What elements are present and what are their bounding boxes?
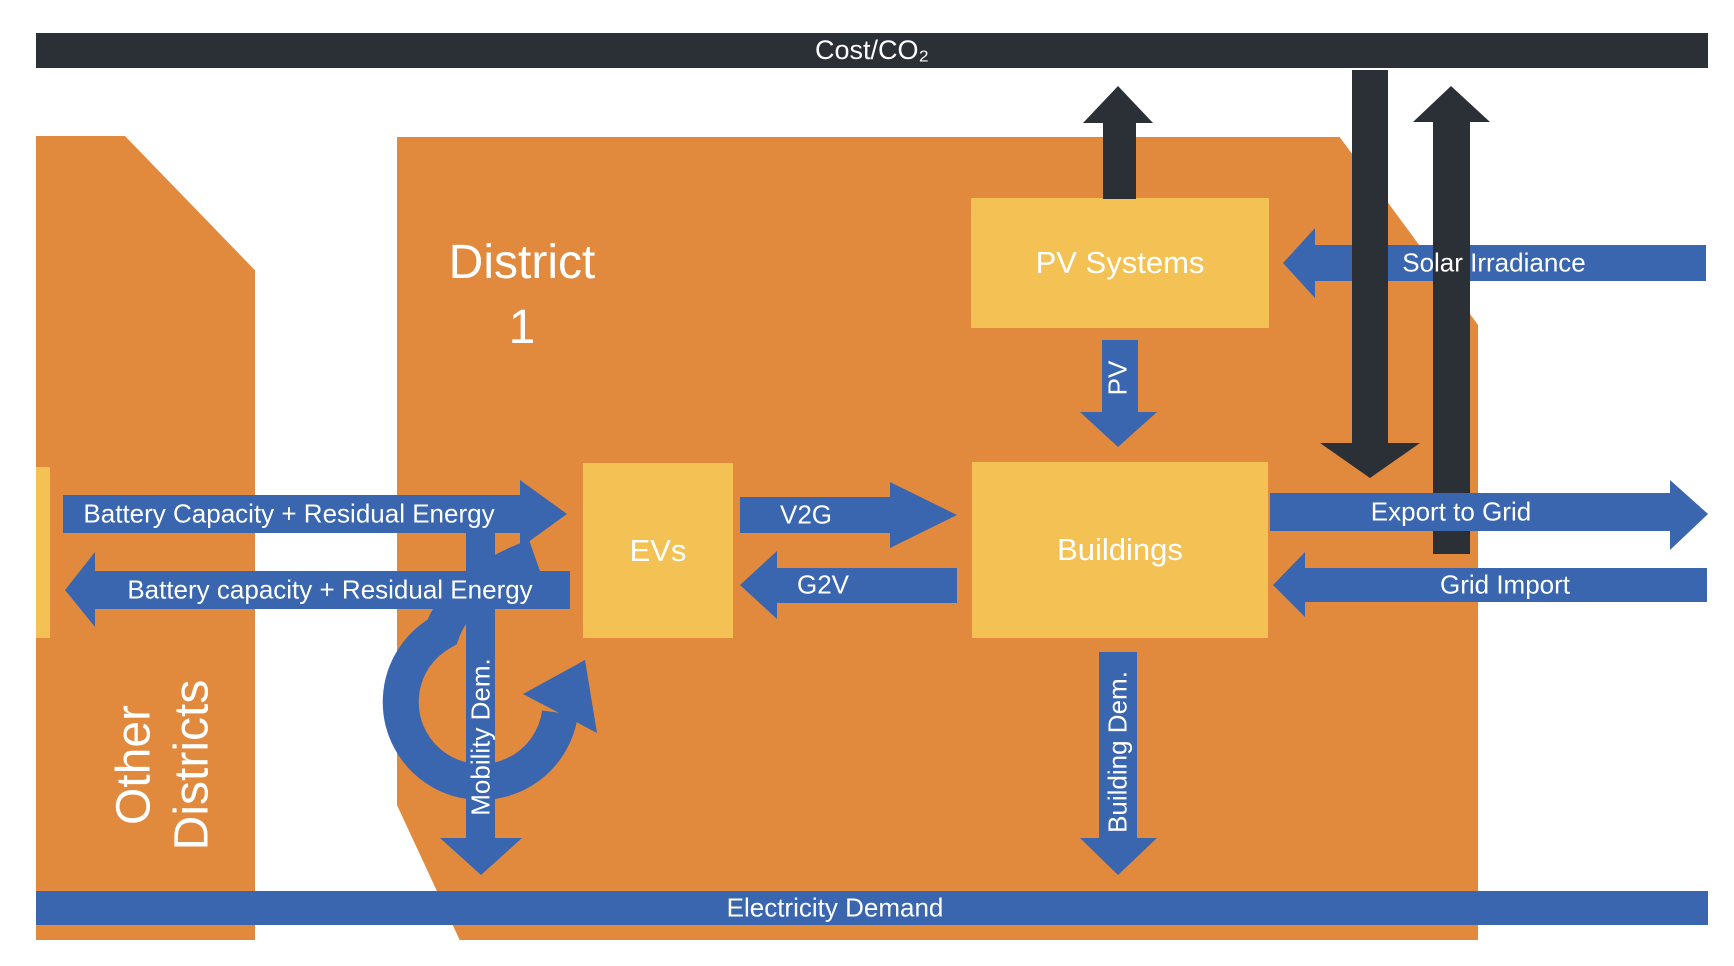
battery-to-other-label: Battery capacity + Residual Energy xyxy=(127,574,533,605)
grid-import-arrow-icon xyxy=(1273,552,1707,617)
battery-to-evs-label: Battery Capacity + Residual Energy xyxy=(83,498,495,529)
mobility-cycle-arrow-icon xyxy=(382,540,597,800)
v2g-arrow-icon xyxy=(740,482,957,548)
g2v-arrow-icon xyxy=(740,551,957,619)
v2g-label: V2G xyxy=(779,499,833,530)
building-demand-label: Building Dem. xyxy=(1102,671,1133,833)
battery-to-evs-arrow-icon xyxy=(63,480,567,548)
buildings-label: Buildings xyxy=(1057,532,1183,567)
g2v-label: G2V xyxy=(796,569,850,600)
mobility-demand-label: Mobility Dem. xyxy=(465,658,496,816)
grid-import-label: Grid Import xyxy=(1439,569,1571,600)
district-1-title: District 1 xyxy=(449,231,596,361)
building-demand-arrow-icon xyxy=(1080,652,1157,875)
pv-systems-label: PV Systems xyxy=(1035,245,1205,280)
pv-flow-label: PV xyxy=(1102,360,1133,396)
other-districts-region xyxy=(36,136,255,940)
evs-label: EVs xyxy=(629,532,687,568)
district-1-title-line2: 1 xyxy=(508,301,536,354)
solar-irradiance-label: Solar Irradiance xyxy=(1402,247,1586,278)
cost-up-arrow-icon xyxy=(1413,86,1490,554)
pv-systems-box: PV Systems xyxy=(971,198,1269,328)
pv-to-cost-arrow-icon xyxy=(1083,86,1153,199)
evs-box: EVs xyxy=(583,463,733,638)
export-to-grid-arrow-icon xyxy=(1270,480,1708,550)
export-to-grid-label: Export to Grid xyxy=(1370,496,1532,527)
electricity-demand-bar xyxy=(36,891,1708,925)
other-districts-title: Other Districts xyxy=(105,680,220,851)
cost-down-arrow-icon xyxy=(1320,70,1420,478)
district-1-title-line1: District xyxy=(448,236,596,290)
other-districts-title-line1: Other xyxy=(107,704,161,826)
buildings-box: Buildings xyxy=(972,462,1268,638)
electricity-demand-label: Electricity Demand xyxy=(726,892,944,923)
pv-flow-arrow-icon xyxy=(1080,340,1157,447)
cost-co2-bar xyxy=(36,33,1708,68)
other-districts-title-line2: Districts xyxy=(165,679,218,851)
cost-co2-label: Cost/CO₂ xyxy=(815,35,929,66)
other-district-component-box-stub xyxy=(36,467,50,638)
